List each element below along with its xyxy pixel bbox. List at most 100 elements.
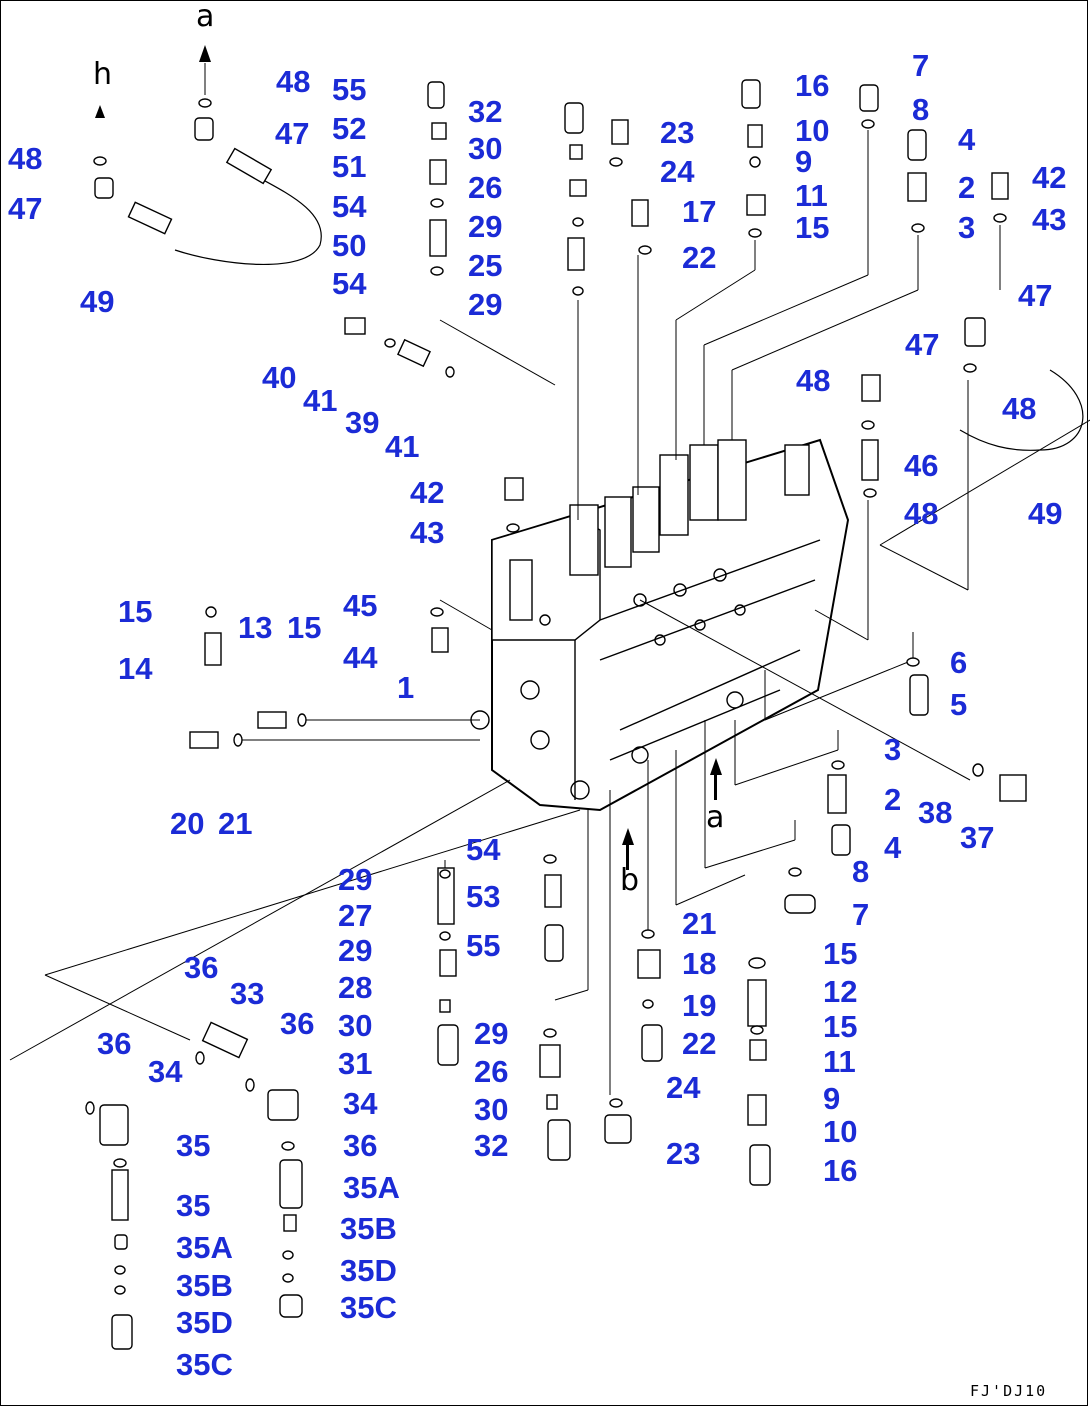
part-callout: 35D	[340, 1253, 397, 1288]
part-callout: 7	[912, 48, 930, 83]
part-callout: 24	[660, 154, 695, 189]
part-callout: 15	[287, 610, 322, 645]
part-callout: 9	[823, 1081, 841, 1116]
part-callout: 1	[397, 670, 415, 705]
part-callout: 4	[958, 122, 976, 157]
part-callout: 2	[958, 170, 976, 205]
part-callout: 37	[960, 820, 995, 855]
o-rings	[85, 98, 1007, 1295]
part-callout: 32	[474, 1128, 509, 1163]
part-callout: 6	[950, 645, 968, 680]
part-callout: 55	[466, 928, 501, 963]
part-callout: 30	[338, 1008, 373, 1043]
part-callout: 20	[170, 806, 205, 841]
part-callout: 26	[474, 1054, 509, 1089]
part-callout: 36	[280, 1006, 315, 1041]
view-letter: b	[620, 863, 640, 898]
part-callout: 47	[905, 327, 940, 362]
part-callout: 55	[332, 72, 367, 107]
part-callout: 9	[795, 144, 813, 179]
part-callout: 47	[8, 191, 43, 226]
part-callout: 29	[468, 287, 503, 322]
part-callout: 30	[468, 131, 503, 166]
part-callout: 45	[343, 588, 378, 623]
part-callout: 50	[332, 228, 367, 263]
part-callout: 48	[904, 496, 939, 531]
part-callout: 11	[823, 1044, 856, 1079]
control-valve-body	[470, 438, 850, 812]
part-callout: 31	[338, 1046, 373, 1081]
part-callout: 35B	[340, 1211, 397, 1246]
part-callout: 15	[795, 210, 830, 245]
part-callout: 15	[823, 936, 858, 971]
part-callout: 12	[823, 974, 858, 1009]
part-callout: 43	[410, 515, 445, 550]
part-callout: 5	[950, 687, 968, 722]
part-callout: 4	[884, 830, 902, 865]
drawing-code: FJ'DJ10	[970, 1382, 1048, 1400]
part-callout: 49	[80, 284, 115, 319]
part-callout: 7	[852, 897, 870, 932]
part-callout: 8	[852, 854, 870, 889]
part-callout: 10	[823, 1114, 858, 1149]
part-callout: 35	[176, 1128, 211, 1163]
part-callout: 43	[1032, 202, 1067, 237]
part-callout: 29	[468, 209, 503, 244]
part-callout: 47	[1018, 278, 1053, 313]
part-callout: 34	[343, 1086, 378, 1121]
part-callout: 16	[795, 68, 830, 103]
direction-arrows	[95, 45, 722, 870]
part-callout: 14	[118, 651, 153, 686]
part-callout: 35A	[176, 1230, 233, 1265]
part-callout: 47	[275, 116, 310, 151]
part-callout: 49	[1028, 496, 1063, 531]
part-callout: 54	[332, 189, 367, 224]
part-callout: 28	[338, 970, 373, 1005]
part-callout: 11	[795, 178, 828, 213]
part-callout: 54	[466, 832, 501, 867]
view-letter: a	[196, 0, 215, 34]
part-callout: 3	[958, 210, 976, 245]
fittings	[94, 79, 1027, 1350]
part-callout: 22	[682, 240, 717, 275]
part-callout: 41	[303, 383, 338, 418]
part-callout: 53	[466, 879, 501, 914]
view-letter: h	[93, 57, 113, 92]
part-callout: 42	[1032, 160, 1067, 195]
part-callout: 35	[176, 1188, 211, 1223]
part-callout: 16	[823, 1153, 858, 1188]
part-callout: 36	[97, 1026, 132, 1061]
part-callout: 35C	[176, 1347, 233, 1382]
part-callout: 35D	[176, 1305, 233, 1340]
part-callout: 48	[276, 64, 311, 99]
part-callout: 30	[474, 1092, 509, 1127]
part-callout: 51	[332, 149, 367, 184]
part-callout: 33	[230, 976, 265, 1011]
part-callout: 26	[468, 170, 503, 205]
part-callout: 40	[262, 360, 297, 395]
part-callout: 13	[238, 610, 273, 645]
part-callout: 39	[345, 405, 380, 440]
part-callout: 46	[904, 448, 939, 483]
part-callout: 18	[682, 946, 717, 981]
part-callout: 52	[332, 111, 367, 146]
view-letter: a	[706, 800, 725, 835]
part-callout: 36	[184, 950, 219, 985]
part-callout: 29	[338, 933, 373, 968]
part-callout: 17	[682, 194, 717, 229]
part-callout: 24	[666, 1070, 701, 1105]
part-callout: 10	[795, 113, 830, 148]
part-callout: 34	[148, 1054, 183, 1089]
part-callout: 32	[468, 94, 503, 129]
part-callout: 38	[918, 795, 953, 830]
part-callout: 19	[682, 988, 717, 1023]
part-callout: 25	[468, 248, 503, 283]
part-callout: 23	[666, 1136, 701, 1171]
part-callout: 35C	[340, 1290, 397, 1325]
part-callout: 41	[385, 429, 420, 464]
part-callout: 35B	[176, 1268, 233, 1303]
part-callout: 29	[474, 1016, 509, 1051]
part-callout: 29	[338, 862, 373, 897]
